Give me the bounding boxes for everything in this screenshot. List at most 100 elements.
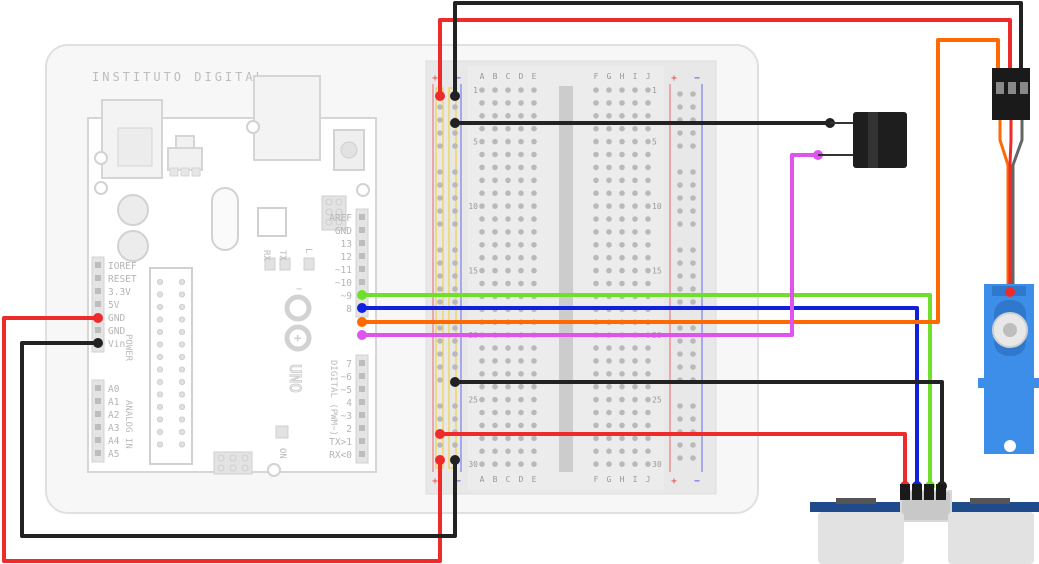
bb-col-label-bottom: E [532,475,537,484]
power-label: POWER [123,334,133,362]
bb-col-label-bottom: A [480,475,485,484]
digital-pin-label-0: AREF [329,213,352,224]
digital-pin-label-bottom-7: RX<0 [329,450,352,461]
l-led-label: L [303,248,313,253]
bb-minus-label: − [694,476,700,487]
bb-plus-label: + [432,476,438,487]
analog-pin-label-2: A2 [108,410,119,421]
ultrasonic-sensor [810,484,1039,564]
bb-col-label-bottom: B [493,475,498,484]
bb-col-label-top: E [532,72,537,81]
power-pin-label-4: GND [108,313,125,324]
digital-pin-label-3: 12 [341,252,352,263]
servo-motor [978,68,1039,454]
bb-col-label-bottom: G [607,475,612,484]
buzzer [818,112,907,168]
bb-row-label: 5 [652,138,657,147]
on-label: ON [277,448,287,459]
crystal [211,187,239,251]
analog-pin-label-3: A3 [108,423,119,434]
bb-row-label: 5 [473,138,478,147]
board-model: UNO [286,364,305,393]
bb-col-label-top: A [480,72,485,81]
digital-pin-label-2: 13 [341,239,352,250]
capacitor [117,230,149,262]
wire-servo-gnd [453,1,1023,96]
wire-sensor-vcc [440,432,907,488]
bb-row-label: 10 [652,202,662,211]
bb-col-label-bottom: D [519,475,524,484]
bb-col-label-top: B [493,72,498,81]
tx-label: TX [277,250,287,261]
bb-row-label: 25 [468,396,478,405]
wire-servo-vcc [438,18,1012,96]
bb-col-label-bottom: F [594,475,599,484]
analog-label: ANALOG IN [123,400,133,449]
bb-minus-label: − [455,476,461,487]
power-pin-label-2: 3.3V [108,287,131,298]
bb-col-label-bottom: I [633,475,638,484]
power-pin-label-5: GND [108,326,125,337]
board-brand: INSTITUTO DIGITAL [92,70,266,84]
analog-pin-label-1: A1 [108,397,120,408]
bb-plus-label: + [432,73,438,84]
bb-row-label: 15 [652,267,662,276]
microcontroller-chip [149,267,193,465]
svg-text:+: + [294,331,301,345]
bb-col-label-top: F [594,72,599,81]
analog-pin-label-5: A5 [108,449,119,460]
chip-pins [156,278,186,448]
bb-minus-label: − [455,73,461,84]
bb-plus-label: + [671,73,677,84]
power-pin-label-3: 5V [108,300,120,311]
bb-col-label-bottom: H [620,475,625,484]
wire-gnd [20,341,457,538]
bb-row-label: 25 [652,396,662,405]
digital-pin-label-bottom-0: 7 [346,359,352,370]
digital-pin-label-bottom-5: 2 [346,424,352,435]
rx-label: RX [261,250,271,261]
usb-port [253,75,321,161]
svg-text:−: − [296,284,302,295]
power-pin-label-0: IOREF [108,261,137,272]
power-pin-label-1: RESET [108,274,137,285]
wire-pin-10 [362,306,919,488]
wire-pin-11 [362,293,932,488]
bb-col-label-top: G [607,72,612,81]
wire-5v [2,316,442,563]
digital-pin-label-bottom-2: ~5 [341,385,352,396]
digital-label: DIGITAL (PWM~) [328,360,338,436]
wire-sensor-gnd [455,380,944,488]
bb-row-label: 30 [468,460,478,469]
bb-minus-label: − [694,73,700,84]
bb-col-label-top: I [633,72,638,81]
bb-col-label-top: H [620,72,625,81]
wires [2,1,1023,563]
digital-pin-label-5: ~10 [335,278,352,289]
bb-col-label-top: J [646,72,651,81]
bb-col-label-top: D [519,72,524,81]
digital-pin-label-bottom-1: ~6 [341,372,353,383]
bb-col-label-bottom: C [506,475,511,484]
power-pin-label-6: Vin [108,339,125,350]
digital-pin-label-1: GND [335,226,352,237]
bb-row-label: 15 [468,267,478,276]
digital-pin-label-4: ~11 [335,265,352,276]
bb-col-label-bottom: J [646,475,651,484]
digital-pin-label-bottom-3: 4 [346,398,352,409]
digital-pin-label-6: ~9 [341,291,353,302]
wire-pin-8 [362,153,818,337]
wire-pin-9 [362,38,1000,324]
bb-col-label-top: C [506,72,511,81]
bb-row-label: 1 [473,86,478,95]
capacitor [117,194,149,226]
analog-pin-label-4: A4 [108,436,120,447]
analog-pin-label-0: A0 [108,384,120,395]
breadboard-center-gap [559,86,573,472]
digital-pin-label-bottom-6: TX>1 [329,437,352,448]
